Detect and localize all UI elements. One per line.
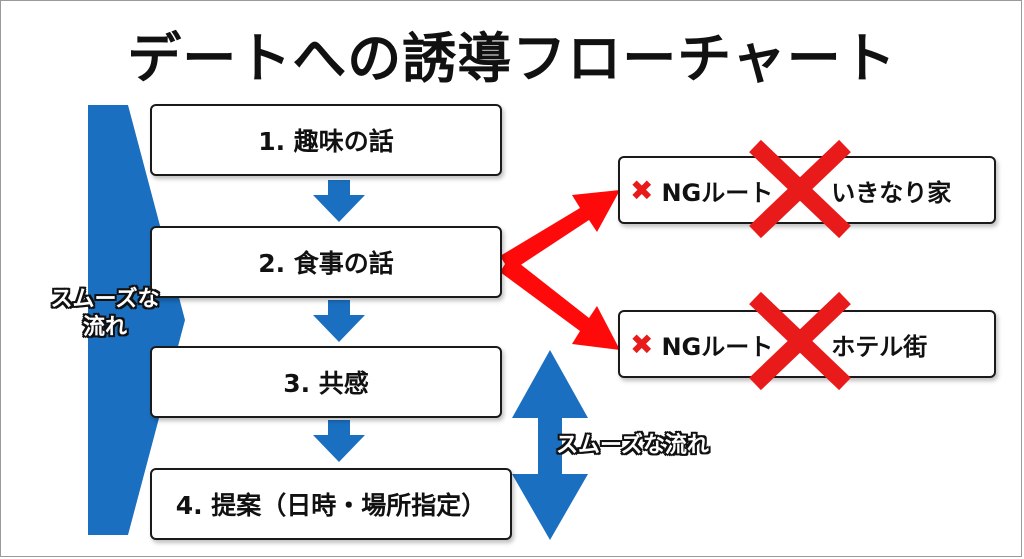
step-box-4: 4. 提案（日時・場所指定） [150, 468, 512, 540]
left-flow-label-line2: 流れ [82, 315, 127, 340]
right-flow-label: スムーズな流れ [556, 433, 709, 458]
left-flow-label-line1: スムーズな [50, 287, 160, 312]
ng-route-suffix-1: いきなり家 [831, 178, 952, 207]
down-arrow-1 [313, 180, 365, 222]
step-box-2: 2. 食事の話 [150, 226, 502, 298]
big-cross-icon [749, 291, 851, 391]
down-arrow-2 [313, 300, 365, 342]
left-flow-label: スムーズな 流れ [30, 286, 180, 342]
step-label-4: 4. 提案（日時・場所指定） [175, 491, 487, 520]
ng-route-prefix-2: NGルート [661, 332, 774, 361]
red-x-icon: ✖ [630, 173, 654, 207]
down-arrow-3 [313, 420, 365, 462]
big-cross-icon [749, 139, 851, 239]
right-flow-arrow [512, 350, 588, 540]
red-arrow-down [500, 256, 620, 350]
page-title: デートへの誘導フローチャート [127, 27, 897, 90]
step-label-1: 1. 趣味の話 [258, 127, 394, 156]
step-box-3: 3. 共感 [150, 346, 502, 418]
left-flow-arrow [88, 105, 185, 535]
red-arrow-up [500, 190, 620, 272]
step-box-1: 1. 趣味の話 [150, 104, 502, 176]
step-label-2: 2. 食事の話 [258, 249, 394, 278]
ng-route-prefix-1: NGルート [661, 178, 774, 207]
ng-route-box-1: ✖ NGルート いきなり家 [618, 156, 996, 224]
step-label-3: 3. 共感 [283, 369, 369, 398]
red-x-icon: ✖ [630, 327, 654, 361]
ng-route-suffix-2: ホテル街 [831, 332, 928, 361]
